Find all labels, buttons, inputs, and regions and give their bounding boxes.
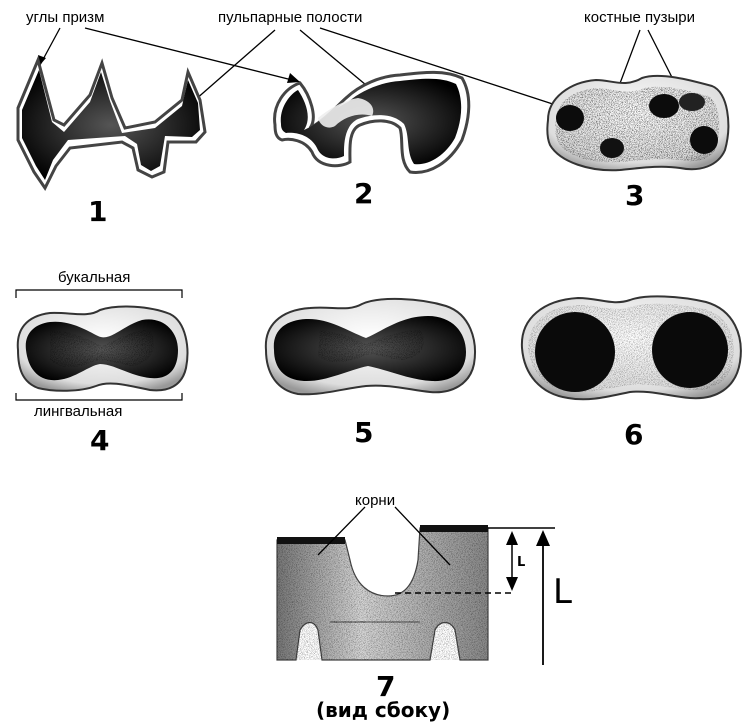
big-L-arrow-up [536,530,550,546]
figure-3-bubble-5 [679,93,705,111]
figure-2-cross-section [275,72,469,172]
label-prism-angles: углы призм [26,10,104,25]
figure-5-cross-section [266,299,475,394]
label-roots: корни [355,493,395,508]
small-L-arrow-up [506,531,518,545]
figure-3-cross-section [547,76,728,170]
figure-6-pulp-right [652,312,728,388]
figure-1-pulp [22,70,200,180]
figure-number-4: 4 [90,427,109,455]
label-pulp-cavities: пульпарные полости [218,10,362,25]
figure-3-bubble-2 [600,138,624,158]
label-buccal: букальная [58,270,130,285]
arrowhead-prism-angle [287,73,300,83]
figure-3-bubble-1 [556,105,584,131]
figure-6-pulp-left [535,312,615,392]
figure-7-side-view [277,507,555,665]
figure-number-2: 2 [354,180,373,208]
figure-number-3: 3 [625,182,644,210]
label-small-L: L [517,556,525,569]
small-L-arrow-down [506,577,518,591]
figure-1-cross-section [18,60,205,188]
figure-6-cross-section [522,296,741,399]
figure-number-5: 5 [354,419,373,447]
figure-7-right-root-top [420,525,488,532]
buccal-bracket [16,290,182,298]
label-big-L: L [553,575,572,609]
figure-7-speckle [277,528,488,660]
label-bone-bubbles: костные пузыри [584,10,695,25]
figure-number-7: 7 [376,673,395,701]
label-side-view: (вид сбоку) [316,700,450,720]
figure-number-1: 1 [88,198,107,226]
label-lingual: лингвальная [34,404,122,419]
figure-3-bubble-4 [690,126,718,154]
figure-number-6: 6 [624,421,643,449]
lingual-bracket [16,393,182,400]
figure-4-cross-section [18,307,188,391]
pointer-pulp-1 [195,30,275,100]
figure-3-bubble-3 [649,94,679,118]
